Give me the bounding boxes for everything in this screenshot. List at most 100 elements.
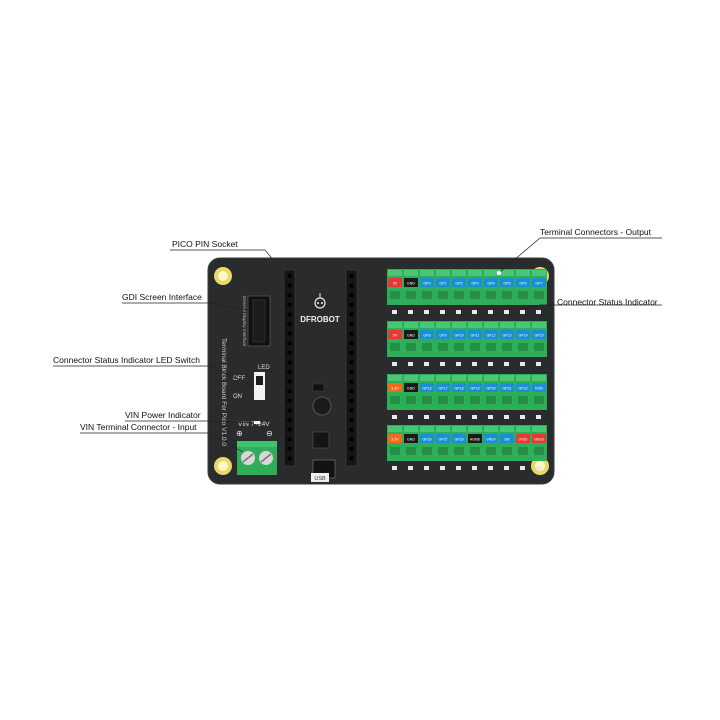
terminal-wire-opening[interactable]: [390, 396, 400, 404]
terminal-wire-opening[interactable]: [470, 343, 480, 351]
terminal-wire-opening[interactable]: [502, 396, 512, 404]
terminal-screw[interactable]: [404, 270, 418, 276]
pin-label-chip: [500, 278, 514, 287]
terminal-screw[interactable]: [420, 322, 434, 328]
terminal-screw[interactable]: [532, 322, 546, 328]
terminal-wire-opening[interactable]: [486, 291, 496, 299]
terminal-wire-opening[interactable]: [486, 396, 496, 404]
terminal-wire-opening[interactable]: [422, 396, 432, 404]
terminal-wire-opening[interactable]: [390, 447, 400, 455]
terminal-wire-opening[interactable]: [518, 396, 528, 404]
connector-status-led: [424, 466, 429, 470]
terminal-screw[interactable]: [468, 322, 482, 328]
socket-pin: [287, 341, 292, 346]
terminal-wire-opening[interactable]: [486, 343, 496, 351]
terminal-screw[interactable]: [404, 322, 418, 328]
terminal-screw[interactable]: [484, 270, 498, 276]
terminal-screw[interactable]: [452, 426, 466, 432]
terminal-wire-opening[interactable]: [534, 343, 544, 351]
terminal-wire-opening[interactable]: [518, 447, 528, 455]
terminal-screw[interactable]: [404, 375, 418, 381]
socket-pin: [287, 456, 292, 461]
terminal-wire-opening[interactable]: [502, 447, 512, 455]
terminal-wire-opening[interactable]: [390, 343, 400, 351]
terminal-wire-opening[interactable]: [534, 291, 544, 299]
callout-vin-terminal-input: VIN Terminal Connector - Input: [80, 422, 197, 432]
terminal-screw[interactable]: [484, 426, 498, 432]
terminal-wire-opening[interactable]: [518, 291, 528, 299]
terminal-screw[interactable]: [500, 375, 514, 381]
terminal-wire-opening[interactable]: [422, 291, 432, 299]
terminal-screw[interactable]: [516, 322, 530, 328]
led-switch[interactable]: [254, 372, 265, 400]
socket-pin: [287, 389, 292, 394]
terminal-screw[interactable]: [388, 375, 402, 381]
terminal-wire-opening[interactable]: [454, 396, 464, 404]
vin-terminal-connector[interactable]: [237, 441, 277, 475]
terminal-screw[interactable]: [420, 270, 434, 276]
terminal-wire-opening[interactable]: [470, 396, 480, 404]
terminal-wire-opening[interactable]: [406, 343, 416, 351]
terminal-wire-opening[interactable]: [486, 447, 496, 455]
terminal-screw[interactable]: [500, 270, 514, 276]
terminal-wire-opening[interactable]: [438, 343, 448, 351]
terminal-screw[interactable]: [484, 375, 498, 381]
terminal-wire-opening[interactable]: [406, 291, 416, 299]
terminal-screw[interactable]: [436, 322, 450, 328]
connector-status-led: [456, 310, 461, 314]
terminal-wire-opening[interactable]: [470, 291, 480, 299]
terminal-screw[interactable]: [436, 270, 450, 276]
terminal-wire-opening[interactable]: [438, 447, 448, 455]
terminal-screw[interactable]: [500, 426, 514, 432]
terminal-wire-opening[interactable]: [534, 396, 544, 404]
terminal-wire-opening[interactable]: [518, 343, 528, 351]
socket-pin: [287, 379, 292, 384]
terminal-screw[interactable]: [532, 426, 546, 432]
terminal-screw[interactable]: [500, 322, 514, 328]
terminal-screw[interactable]: [436, 426, 450, 432]
terminal-screw[interactable]: [516, 426, 530, 432]
terminal-screw[interactable]: [532, 270, 546, 276]
terminal-wire-opening[interactable]: [454, 343, 464, 351]
terminal-screw[interactable]: [436, 375, 450, 381]
pin-label-chip: [516, 330, 530, 339]
terminal-wire-opening[interactable]: [406, 396, 416, 404]
callout-vin-power-indicator: VIN Power Indicator: [125, 410, 201, 420]
terminal-screw[interactable]: [516, 375, 530, 381]
terminal-screw[interactable]: [420, 375, 434, 381]
terminal-screw[interactable]: [532, 375, 546, 381]
terminal-screw[interactable]: [468, 270, 482, 276]
pin-label-chip: [500, 330, 514, 339]
terminal-wire-opening[interactable]: [438, 291, 448, 299]
connector-status-led: [440, 466, 445, 470]
terminal-wire-opening[interactable]: [470, 447, 480, 455]
terminal-screw[interactable]: [420, 426, 434, 432]
terminal-wire-opening[interactable]: [406, 447, 416, 455]
pin-label: GP5: [503, 282, 510, 286]
terminal-wire-opening[interactable]: [502, 343, 512, 351]
terminal-wire-opening[interactable]: [390, 291, 400, 299]
terminal-wire-opening[interactable]: [454, 291, 464, 299]
pin-label-chip: [484, 434, 498, 443]
terminal-screw[interactable]: [484, 322, 498, 328]
terminal-screw[interactable]: [452, 270, 466, 276]
usb-label-box: [311, 473, 329, 482]
terminal-screw[interactable]: [388, 270, 402, 276]
terminal-screw[interactable]: [388, 426, 402, 432]
terminal-screw[interactable]: [452, 322, 466, 328]
terminal-screw[interactable]: [388, 322, 402, 328]
terminal-wire-opening[interactable]: [534, 447, 544, 455]
terminal-screw[interactable]: [468, 426, 482, 432]
terminal-wire-opening[interactable]: [502, 291, 512, 299]
terminal-screw[interactable]: [468, 375, 482, 381]
socket-pin: [349, 302, 354, 307]
terminal-screw[interactable]: [404, 426, 418, 432]
terminal-screw[interactable]: [516, 270, 530, 276]
terminal-wire-opening[interactable]: [454, 447, 464, 455]
terminal-screw[interactable]: [452, 375, 466, 381]
terminal-wire-opening[interactable]: [422, 447, 432, 455]
terminal-wire-opening[interactable]: [438, 396, 448, 404]
terminal-wire-opening[interactable]: [422, 343, 432, 351]
callout-line-gdi: [122, 302, 249, 311]
